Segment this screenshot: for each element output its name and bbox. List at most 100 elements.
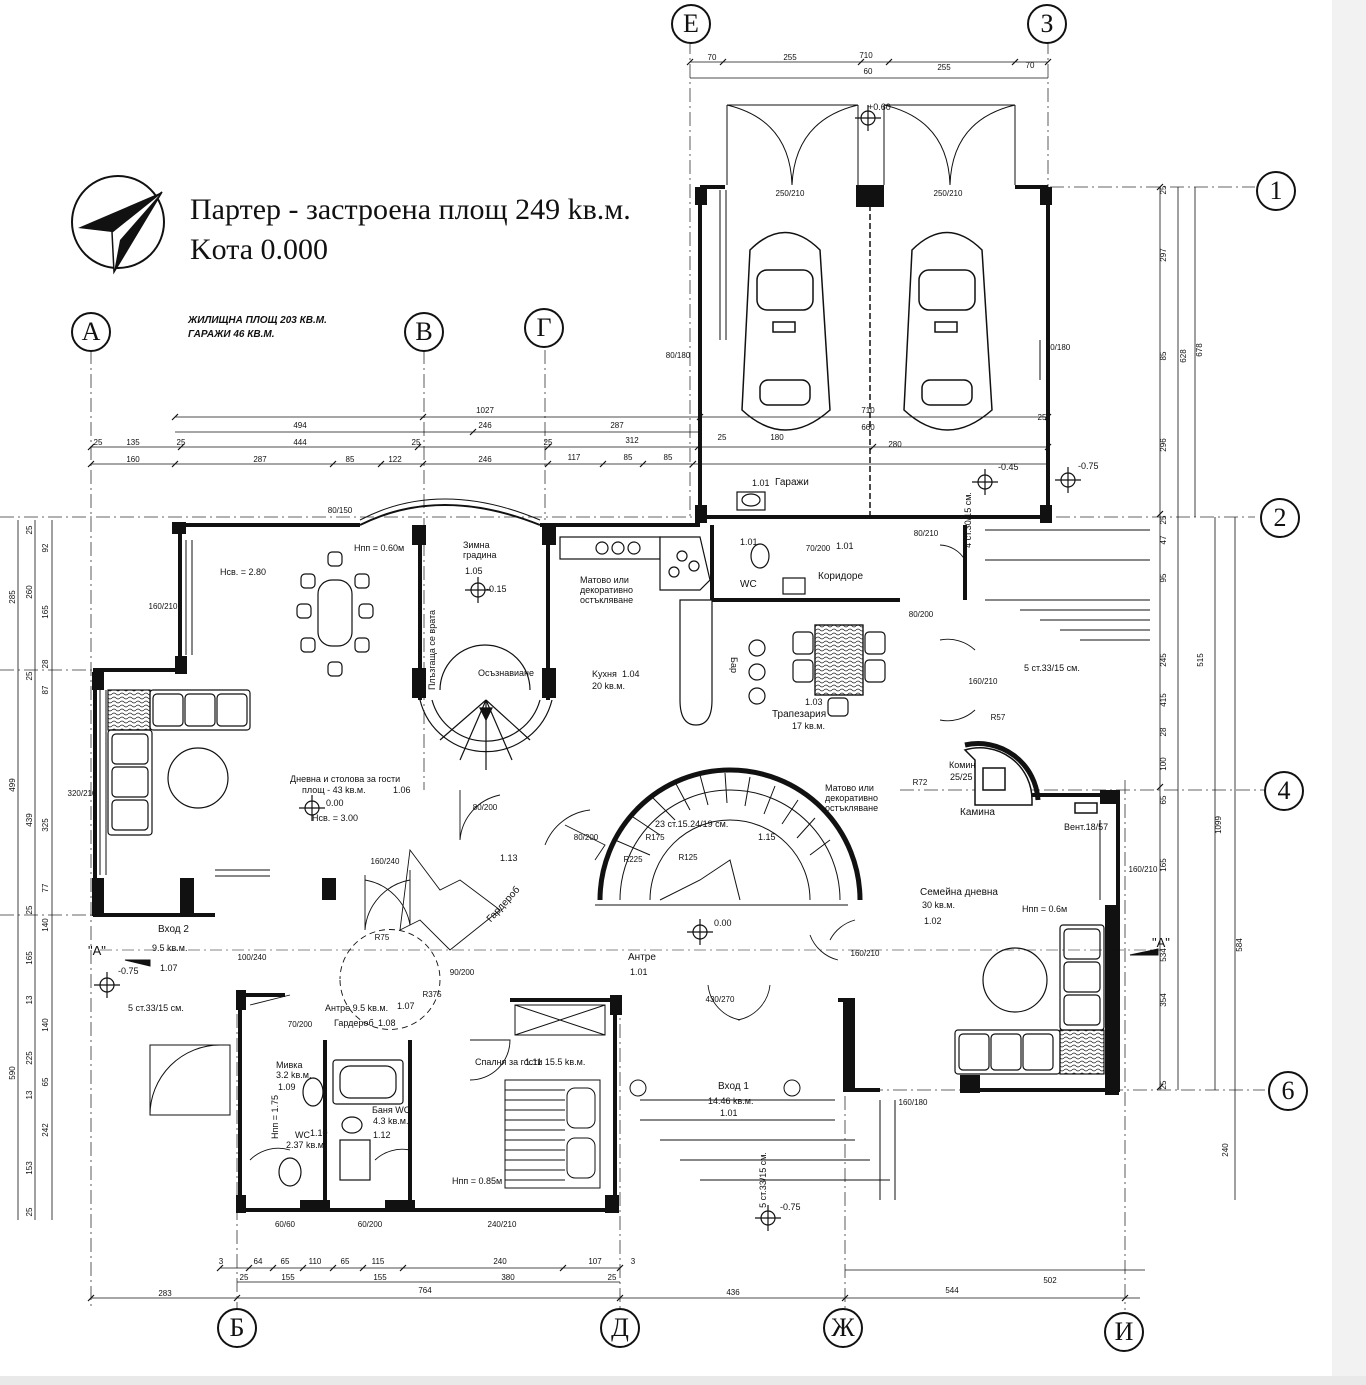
room-entrance2-name: Вход 2 xyxy=(158,924,189,935)
door-size-21: 60/200 xyxy=(358,1220,383,1229)
axis-a: А xyxy=(71,312,111,352)
dim-bottom1-3: 110 xyxy=(309,1257,322,1266)
dim-left-total-0: 285 xyxy=(8,590,17,604)
dim-left-14: 140 xyxy=(41,1018,50,1032)
living-area-text: ЖИЛИЩНА ПЛОЩ 203 КВ.М. xyxy=(188,315,327,326)
dim-right-12: 165 xyxy=(1159,858,1168,872)
dim-top-4: 255 xyxy=(937,63,951,72)
sheet-edge xyxy=(1332,0,1366,1385)
door-size-3: 80/180 xyxy=(666,351,691,360)
garage-doors xyxy=(726,104,1016,186)
dim-right-total-5: 240 xyxy=(1221,1143,1230,1157)
dim-row3-0: 160 xyxy=(126,455,140,464)
sheet-bottom-edge xyxy=(0,1376,1366,1385)
note-matt-glass-stair: Матово или декоративно остъкляване xyxy=(825,783,879,813)
dim-bottom3-2: 436 xyxy=(726,1288,740,1297)
note-main-stair: 23 ст.15.24/19 см. xyxy=(655,819,729,829)
room-sink-name: Мивка xyxy=(276,1060,303,1070)
door-size-22: 430/270 xyxy=(706,995,735,1004)
north-arrow-icon xyxy=(71,175,165,275)
room-family-area: 30 kв.м. xyxy=(922,900,955,910)
level-minus075-left: -0.75 xyxy=(118,966,139,976)
room-wc-num: 1.01 xyxy=(740,537,758,547)
dim-bottom1-2: 65 xyxy=(281,1257,290,1266)
room-corridor-num: 1.01 xyxy=(836,541,854,551)
level-minus075-bottom: -0.75 xyxy=(780,1202,801,1212)
dim-bottom1-5: 115 xyxy=(372,1257,385,1266)
room-bar-name: Бар xyxy=(728,657,739,673)
room-entrance1-name: Вход 1 xyxy=(718,1081,749,1092)
room-antre-guest-name: Антре 9.5 kв.м. xyxy=(325,1003,389,1013)
radius-6: R57 xyxy=(991,713,1006,722)
room-antre-name: Антре xyxy=(628,952,656,963)
dim-bottom1-8: 3 xyxy=(631,1257,636,1266)
dimension-lines xyxy=(17,61,1236,1299)
door-size-13: 90/200 xyxy=(450,968,475,977)
level-minus075-top: -0.75 xyxy=(1078,461,1099,471)
dim-right-6: 95 xyxy=(1159,573,1168,582)
room-antre-guest-num: 1.07 xyxy=(397,1001,415,1011)
area-summary: ЖИЛИЩНА ПЛОЩ 203 КВ.М. ГАРАЖИ 46 КВ.М. xyxy=(188,314,327,342)
dim-left-2: 165 xyxy=(41,605,50,619)
level-markers xyxy=(94,105,1081,1231)
room-family-name: Семейна дневна xyxy=(920,887,998,898)
note-hnp-175: Hпп = 1.75 xyxy=(270,1094,281,1140)
fireplace-icon xyxy=(963,741,1098,814)
room-entrance1-num: 1.01 xyxy=(720,1108,738,1118)
dim-right-1: 297 xyxy=(1159,248,1168,262)
room-kitchen-area: 20 kв.м. xyxy=(592,681,625,691)
dim-row1-4: 710 xyxy=(861,406,875,415)
dim-right-2: 85 xyxy=(1159,351,1168,360)
door-size-1: 160/210 xyxy=(149,602,178,611)
dim-right-3: 296 xyxy=(1159,438,1168,452)
dim-top-0: 70 xyxy=(708,53,717,62)
room-dining-area: 17 kв.м. xyxy=(792,721,825,731)
radius-1: R375 xyxy=(422,990,442,999)
dim-right-total-1: 628 xyxy=(1179,349,1188,363)
room-living-num: 1.06 xyxy=(393,785,411,795)
room-family-num: 1.02 xyxy=(924,916,942,926)
dim-left-11: 140 xyxy=(41,918,50,932)
dim-row3-8: 180 xyxy=(770,433,784,442)
door-size-8: 80/200 xyxy=(909,610,934,619)
dim-row3-6: 85 xyxy=(624,453,633,462)
door-size-14: 100/240 xyxy=(238,953,267,962)
dining-table-icon xyxy=(296,551,374,677)
dim-right-8: 415 xyxy=(1159,693,1168,707)
room-kitchen-num: 1.04 xyxy=(622,669,640,679)
door-size-10: 160/210 xyxy=(969,677,998,686)
axis-4: 4 xyxy=(1264,771,1304,811)
room-kitchen-name: Kухня xyxy=(592,669,617,679)
garage-area-text: ГАРАЖИ 46 КВ.М. xyxy=(188,329,275,340)
door-size-0: 80/150 xyxy=(328,506,353,515)
room-dining-num: 1.03 xyxy=(805,697,823,707)
dim-row3-7: 85 xyxy=(664,453,673,462)
dim-right-5: 47 xyxy=(1159,535,1168,544)
dim-right-10: 100 xyxy=(1159,757,1168,771)
dim-right-total-2: 515 xyxy=(1196,653,1205,667)
room-chimney-size: 25/25 xyxy=(950,772,973,782)
dim-right-0: 25 xyxy=(1159,185,1168,194)
note-stair-garage: 4 ст.30/15 см. xyxy=(962,492,973,548)
dim-left-13: 13 xyxy=(25,995,34,1004)
dim-left-3: 260 xyxy=(25,585,34,599)
axis-g: Г xyxy=(524,308,564,348)
windows xyxy=(99,190,1101,906)
dim-row3-9: 280 xyxy=(888,440,902,449)
dim-left-5: 25 xyxy=(25,671,34,680)
room-wardrobe-guest-name: Гардероб xyxy=(334,1018,374,1028)
note-hsv-280: Hсв. = 2.80 xyxy=(220,567,267,577)
door-size-11: 160/210 xyxy=(1129,865,1158,874)
note-sliding-wall: Плъзгаща се врата xyxy=(427,609,438,691)
radius-5: R175 xyxy=(645,833,665,842)
dim-row3-3: 122 xyxy=(388,455,402,464)
room-corridor-name: Коридоре xyxy=(818,571,864,582)
dim-bottom3-4: 502 xyxy=(1043,1276,1057,1285)
radius-2: R72 xyxy=(913,778,928,787)
radius-0: R75 xyxy=(375,933,390,942)
dim-bottom1-1: 64 xyxy=(254,1257,263,1266)
dim-row1-1: 494 xyxy=(293,421,307,430)
dim-row2-6: 312 xyxy=(625,436,639,445)
door-size-16: 160/240 xyxy=(371,857,400,866)
